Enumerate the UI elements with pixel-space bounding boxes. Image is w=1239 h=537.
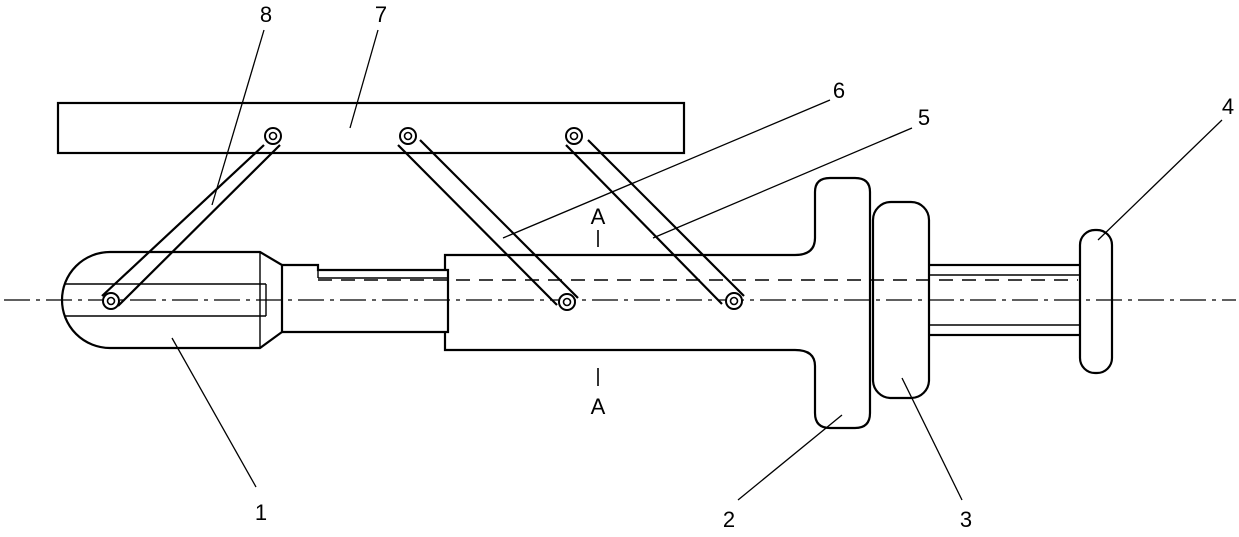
label-5: 5 [918, 105, 930, 130]
part-2-body [445, 178, 870, 428]
label-1: 1 [255, 500, 267, 525]
pin-top-2 [400, 128, 416, 144]
pin-bottom-3 [726, 293, 742, 309]
label-4: 4 [1222, 94, 1234, 119]
pin-top-1 [265, 128, 281, 144]
part-4-handle [925, 230, 1112, 373]
label-8: 8 [260, 2, 272, 27]
section-label-top: A [591, 204, 606, 229]
label-6: 6 [833, 78, 845, 103]
pin-bottom-2 [559, 294, 575, 310]
shaft [268, 265, 448, 332]
label-7: 7 [375, 2, 387, 27]
pin-top-3 [566, 128, 582, 144]
part-7-plate [58, 103, 684, 153]
section-label-bottom: A [591, 394, 606, 419]
label-2: 2 [723, 507, 735, 532]
label-3: 3 [960, 507, 972, 532]
pin-bottom-1 [103, 293, 119, 309]
